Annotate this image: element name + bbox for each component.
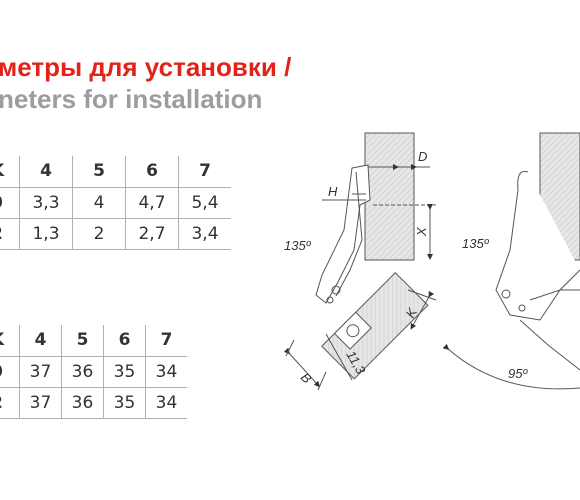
table-row: 0 37 36 35 34 [0, 356, 187, 388]
label-angle-left: 135º [284, 238, 312, 253]
row-key: 0 [0, 356, 20, 388]
table-cell: 4,7 [125, 187, 179, 219]
opening-arc [442, 343, 580, 390]
title-russian: метры для установки / [0, 52, 292, 82]
cabinet-side-panel [364, 132, 415, 261]
left-hinge-drawing [283, 132, 437, 391]
table-cell: 35 [103, 387, 146, 419]
table-cell: 2,7 [125, 218, 179, 250]
label-h: H [328, 184, 338, 199]
table-cell: 3,4 [178, 218, 231, 250]
header-cell: 4 [19, 325, 62, 357]
table-angle-values: K 4 5 6 7 0 37 36 35 34 2 37 36 35 34 [0, 325, 187, 419]
table-drilling-offset: K 4 5 6 7 0 3,3 4 4,7 5,4 2 1,3 2 2,7 3,… [0, 156, 231, 250]
right-hinge-drawing [442, 132, 580, 390]
table-cell: 5,4 [178, 187, 231, 219]
table-cell: 36 [61, 356, 104, 388]
header-cell: 6 [125, 156, 179, 188]
row-key: 2 [0, 218, 20, 250]
header-cell: 4 [19, 156, 73, 188]
row-key: 2 [0, 387, 20, 419]
label-x: X [414, 226, 429, 237]
door-panel [321, 272, 429, 380]
row-key: 0 [0, 187, 20, 219]
header-cell: 6 [103, 325, 146, 357]
table-row: 0 3,3 4 4,7 5,4 [0, 187, 231, 219]
header-cell-k: K [0, 156, 20, 188]
title-english: neters for installation [0, 84, 263, 114]
table-header-row: K 4 5 6 7 [0, 325, 187, 357]
label-d: D [418, 149, 427, 164]
table-cell: 1,3 [19, 218, 73, 250]
table-cell: 36 [61, 387, 104, 419]
table-cell: 34 [145, 356, 187, 388]
header-cell: 7 [178, 156, 231, 188]
table-cell: 3,3 [19, 187, 73, 219]
table-row: 2 37 36 35 34 [0, 387, 187, 419]
table-cell: 37 [19, 387, 62, 419]
table-cell: 34 [145, 387, 187, 419]
table-cell: 35 [103, 356, 146, 388]
label-angle-right: 135º [462, 236, 490, 251]
table-cell: 2 [72, 218, 126, 250]
table-cell: 37 [19, 356, 62, 388]
table-row: 2 1,3 2 2,7 3,4 [0, 218, 231, 250]
header-cell-k: K [0, 325, 20, 357]
label-angle-open: 95º [508, 366, 528, 381]
header-cell: 5 [61, 325, 104, 357]
table-header-row: K 4 5 6 7 [0, 156, 231, 188]
header-cell: 7 [145, 325, 187, 357]
header-cell: 5 [72, 156, 126, 188]
table-cell: 4 [72, 187, 126, 219]
